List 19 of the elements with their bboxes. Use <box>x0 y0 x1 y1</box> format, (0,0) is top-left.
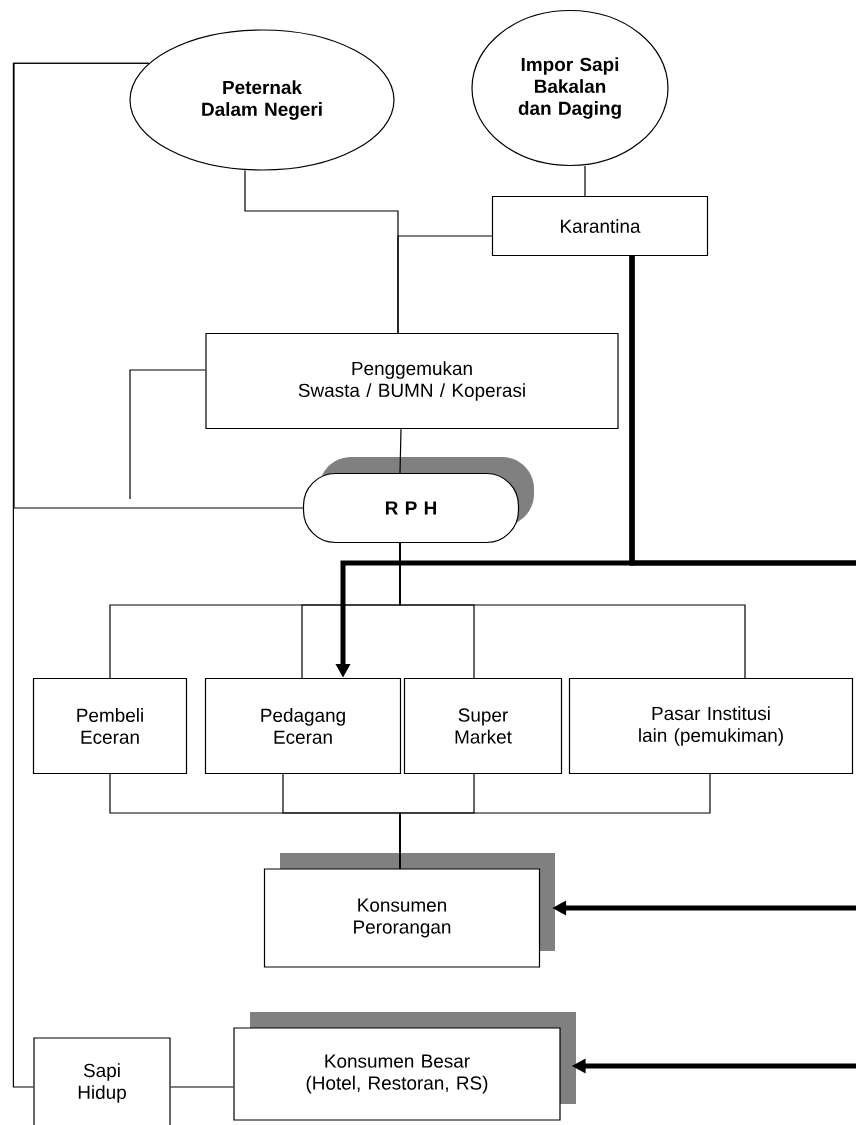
process-box: Konsumen Besar (Hotel, Restoran, RS) <box>233 1012 576 1121</box>
process-box: Pasar Institusi lain (pemukiman) <box>568 677 854 775</box>
connector-line <box>397 235 493 334</box>
connector-line <box>399 773 711 869</box>
process-box: Penggemukan Swasta / BUMN / Koperasi <box>205 332 619 430</box>
connector-line <box>13 62 304 509</box>
process-box: Konsumen Perorangan <box>263 853 555 968</box>
connector-line <box>399 428 402 474</box>
process-box: Karantina <box>491 195 709 257</box>
process-box: Sapi Hidup <box>33 1037 171 1125</box>
connector-line <box>170 1086 234 1088</box>
process-box: Super Market <box>403 677 563 775</box>
connector-line <box>129 369 206 500</box>
process-box: Pembeli Eceran <box>32 677 188 775</box>
connector-line <box>584 165 586 197</box>
oval-node: Impor Sapi Bakalan dan Daging <box>471 9 669 167</box>
oval-node: Peternak Dalam Negeri <box>129 29 395 171</box>
process-box: Pedagang Eceran <box>204 677 402 775</box>
connector-line <box>399 542 746 679</box>
